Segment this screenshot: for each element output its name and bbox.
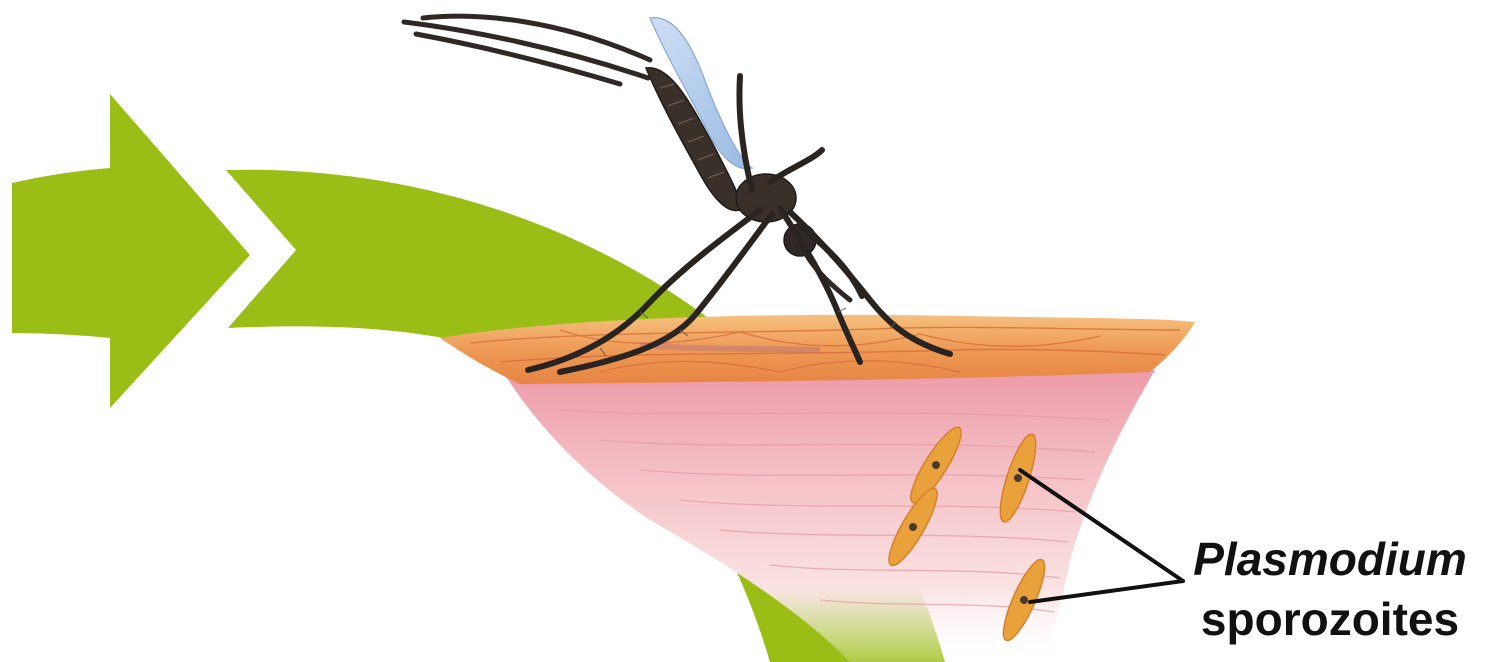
sporozoite-label-stage: sporozoites	[1180, 596, 1480, 642]
arrowhead-left	[12, 94, 250, 408]
skin-section-icon	[440, 315, 1195, 662]
sporozoite-label-genus: Plasmodium	[1180, 536, 1480, 582]
